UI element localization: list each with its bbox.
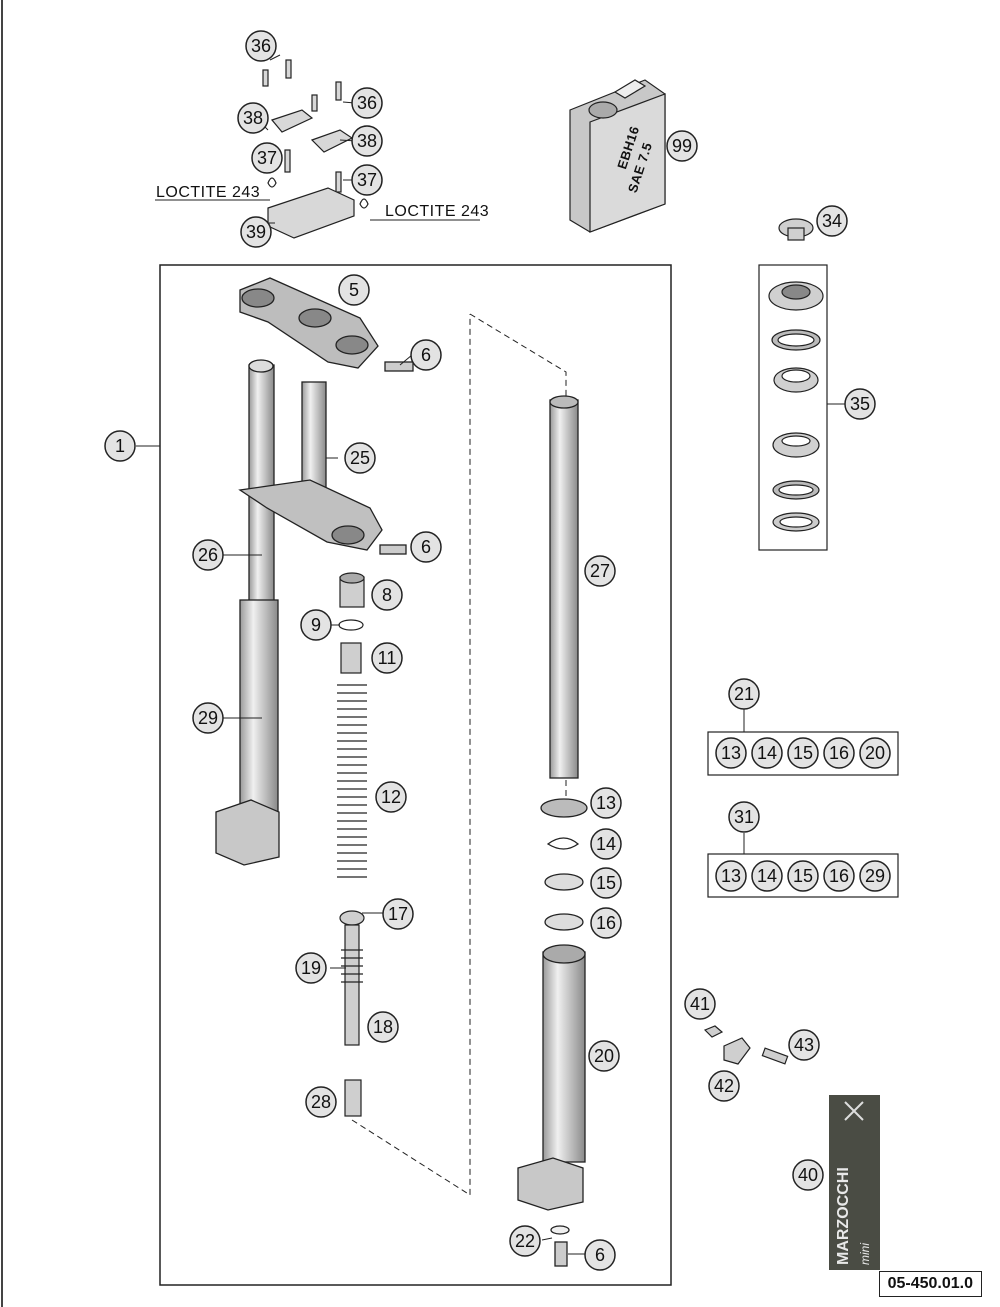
loctite-label-left: LOCTITE 243 [156,184,261,201]
callout-number: 20 [865,743,885,763]
callout-number: 16 [596,913,616,933]
callout-number: 12 [381,787,401,807]
reference-code: 05-450.01.0 [878,1271,982,1297]
handlebar-clamp-parts [262,59,369,239]
callout-number: 39 [246,222,266,242]
fork-assembly-frame [159,264,672,1286]
callout-number: 16 [829,743,849,763]
callout-number: 38 [357,131,377,151]
callout-number: 18 [373,1017,393,1037]
callout-number: 31 [734,807,754,827]
callout-circles [104,30,891,1271]
callout-number: 6 [421,345,431,365]
brand-logo-sub: mini [858,1243,872,1265]
oil-can [569,79,666,233]
callout-number: 29 [198,708,218,728]
right-fork-leg [517,395,588,1267]
marzocchi-logo: MARZOCCHI mini [829,1095,880,1270]
callout-number: 13 [721,866,741,886]
callout-number: 21 [734,684,754,704]
callout-number: 36 [357,93,377,113]
callout-number: 15 [793,743,813,763]
callout-number: 25 [350,448,370,468]
left-fork-leg [215,359,407,866]
callout-number: 42 [714,1076,734,1096]
callout-number: 43 [794,1035,814,1055]
callout-number: 26 [198,545,218,565]
callout-number: 37 [357,170,377,190]
callout-number: 9 [311,615,321,635]
callout-number: 1 [115,436,125,456]
spring-and-damper [337,572,367,1117]
callout-number: 27 [590,561,610,581]
callout-number: 35 [850,394,870,414]
callout-number: 38 [243,108,263,128]
callout-number: 29 [865,866,885,886]
callout-number: 22 [515,1231,535,1251]
callout-number: 20 [594,1046,614,1066]
kit-31-box [707,853,899,898]
callout-number: 16 [829,866,849,886]
callout-number: 14 [596,834,616,854]
callout-number: 37 [257,148,277,168]
bearing-kit-frame [758,264,828,551]
clamp-parts [703,1025,789,1065]
callout-number: 13 [596,793,616,813]
callout-number: 99 [672,136,692,156]
callout-number: 6 [595,1245,605,1265]
callout-number: 41 [690,994,710,1014]
callout-number: 19 [301,958,321,978]
callout-number: 28 [311,1092,331,1112]
callout-number: 14 [757,866,777,886]
callout-number: 15 [793,866,813,886]
callout-number: 40 [798,1165,818,1185]
kit-21-box [707,731,899,776]
loctite-label-right: LOCTITE 243 [385,203,490,220]
callout-labels: 36 36 38 38 37 37 39 99 34 35 5 6 1 25 6 26 8 9 11 27 29 12 21… [115,36,885,1265]
upper-triple-clamp [239,277,414,372]
callout-number: 8 [382,585,392,605]
callout-number: 11 [378,648,397,668]
bearing-parts [768,218,824,532]
callout-number: 13 [721,743,741,763]
callout-number: 5 [349,280,359,300]
callout-number: 36 [251,36,271,56]
callout-number: 34 [822,211,842,231]
callout-number: 14 [757,743,777,763]
brand-logo-text: MARZOCCHI [835,1167,852,1265]
callout-number: 6 [421,537,431,557]
callout-number: 15 [596,873,616,893]
callout-number: 17 [388,904,408,924]
leader-lines [136,354,745,1255]
